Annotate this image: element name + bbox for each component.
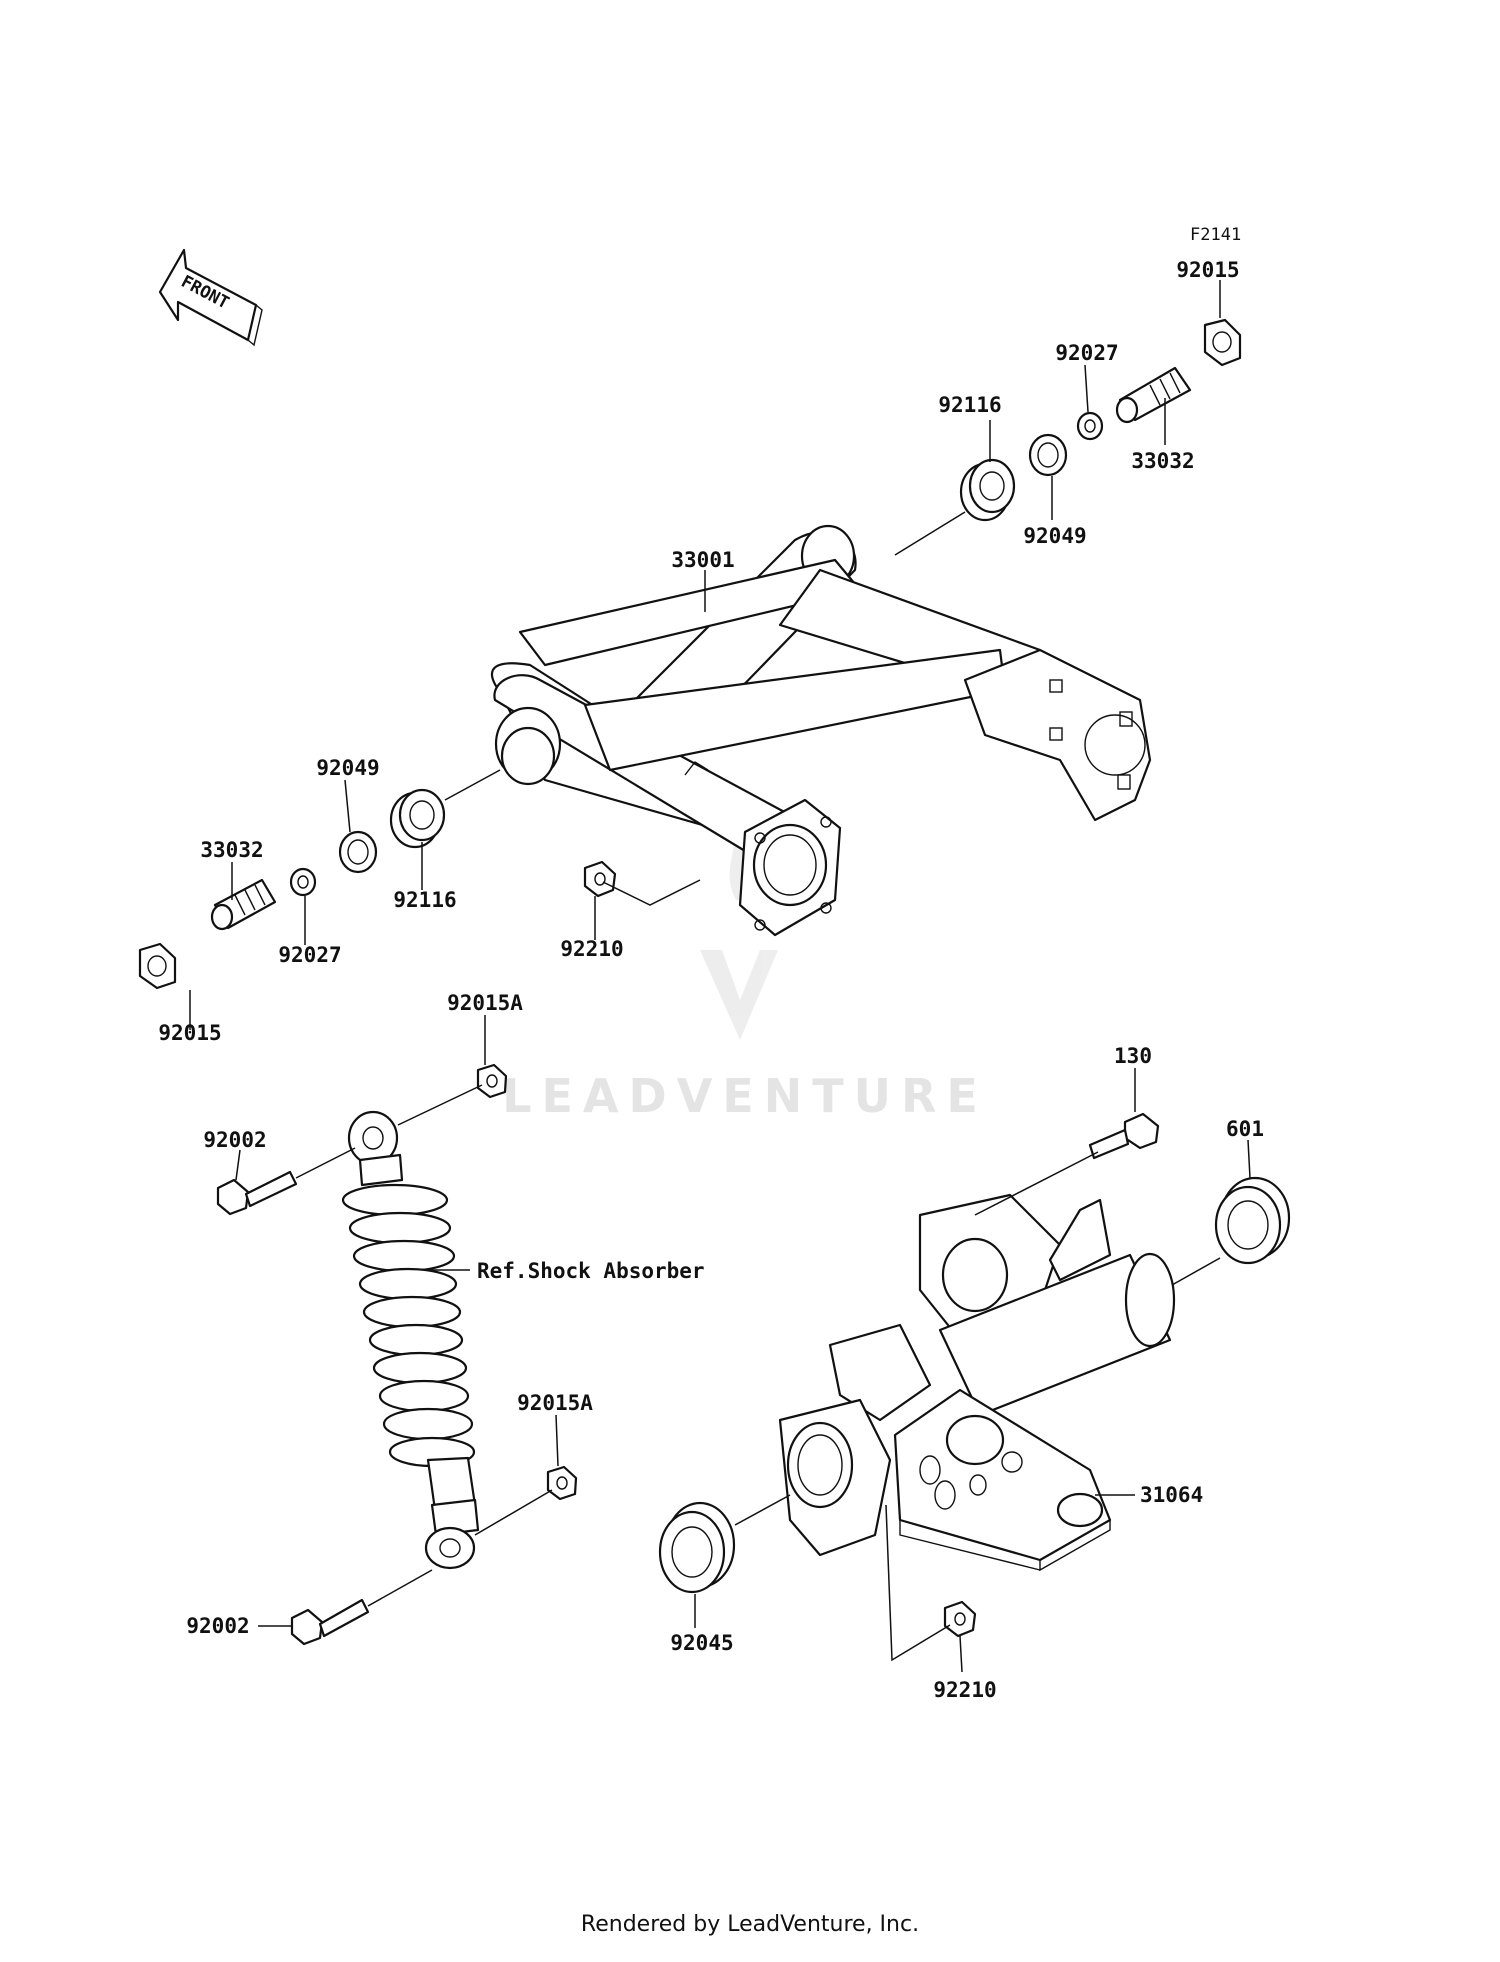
bearing-601 <box>1214 1176 1291 1265</box>
swing-arm-33001 <box>490 524 1152 937</box>
nut-92015-upper <box>1203 318 1242 367</box>
nut-92210-lower <box>943 1600 977 1638</box>
collar-92049-lower <box>338 830 378 874</box>
callout-92002-upper: 92002 <box>203 1128 266 1152</box>
reference-note: Ref.Shock Absorber <box>477 1259 705 1283</box>
front-arrow-icon: FRONT <box>158 248 263 347</box>
axle-housing-31064 <box>778 1193 1176 1572</box>
bolt-92002-upper <box>216 1170 298 1216</box>
shock-absorber <box>341 1110 480 1570</box>
callout-33032-upper: 33032 <box>1131 449 1194 473</box>
callout-92049-upper: 92049 <box>1023 524 1086 548</box>
callout-92049-lower: 92049 <box>316 756 379 780</box>
callout-33032-lower: 33032 <box>200 838 263 862</box>
shock-spring <box>341 1183 476 1468</box>
bolt-130 <box>1088 1112 1160 1160</box>
bearing-92116-lower <box>389 788 446 849</box>
callout-92027-upper: 92027 <box>1055 341 1118 365</box>
washer-92027-upper <box>1076 411 1104 441</box>
callout-92210-lower: 92210 <box>933 1678 996 1702</box>
collar-92049-upper <box>1028 433 1068 477</box>
callout-92027-lower: 92027 <box>278 943 341 967</box>
callout-130: 130 <box>1114 1044 1152 1068</box>
bolt-92002-lower <box>290 1598 370 1646</box>
callout-33001: 33001 <box>671 548 734 572</box>
callout-601: 601 <box>1226 1117 1264 1141</box>
callout-92015A-upper: 92015A <box>447 991 523 1015</box>
nut-92210-upper <box>583 860 617 898</box>
callout-92015-lower: 92015 <box>158 1021 221 1045</box>
callout-92015-upper: 92015 <box>1176 258 1239 282</box>
callout-92015A-lower: 92015A <box>517 1391 593 1415</box>
pivot-shaft-33032-lower <box>210 878 277 931</box>
watermark-text: LEADVENTURE <box>502 1069 988 1123</box>
pivot-shaft-33032-upper <box>1115 366 1192 424</box>
nut-92015A-upper <box>476 1063 508 1099</box>
footer-credit: Rendered by LeadVenture, Inc. <box>580 1912 920 1937</box>
callout-92116-lower: 92116 <box>393 888 456 912</box>
nut-92015A-lower <box>546 1465 578 1501</box>
callout-92210-upper: 92210 <box>560 937 623 961</box>
nut-92015-lower <box>138 942 177 990</box>
callout-92116-upper: 92116 <box>938 393 1001 417</box>
bearing-92116-upper <box>959 458 1016 522</box>
callout-92045: 92045 <box>670 1631 733 1655</box>
bearing-92045 <box>658 1501 736 1594</box>
callout-31064: 31064 <box>1140 1483 1203 1507</box>
figure-code: F2141 <box>1190 225 1241 245</box>
callout-92002-lower: 92002 <box>186 1614 249 1638</box>
washer-92027-lower <box>289 867 317 897</box>
